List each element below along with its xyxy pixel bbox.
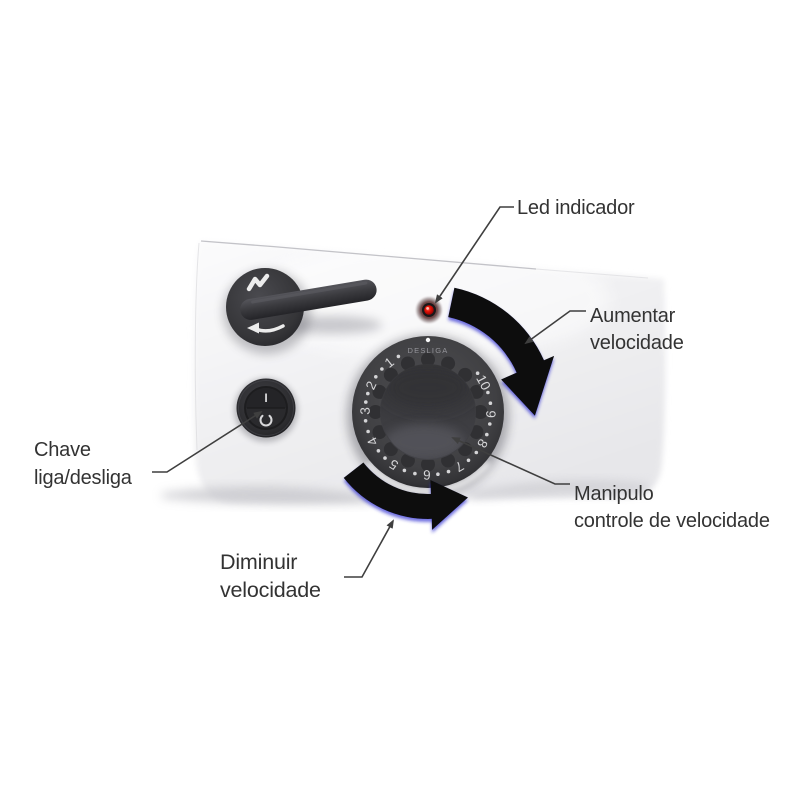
leader-led [434,206,514,304]
label-decrease-line1: Diminuir [220,550,297,574]
label-knob-line2: controle de velocidade [574,510,770,532]
panel-bottom-shadow-left [162,486,372,505]
label-led: Led indicador [517,197,635,219]
unlock-arrow-icon [247,322,285,334]
lever-handle-highlight [251,281,368,304]
dial-dots [363,354,493,477]
increase-arrow [448,287,555,416]
power-on-symbol: I [264,391,267,405]
knob-face-sheen [384,424,464,459]
dial-index-dot [425,337,431,343]
label-decrease-line2: velocidade [220,578,321,602]
leader-power-switch [152,410,263,473]
led-specular [426,307,429,310]
label-power-switch-line2: liga/desliga [34,467,133,489]
led-lamp [424,305,434,315]
panel-left-edge-line [194,242,200,451]
switch-rocker-top [246,388,286,408]
knob-rim-light [365,461,491,494]
leader-knob [451,437,570,485]
knob-off-label: DESLIGA [408,346,449,355]
led-indicator [414,295,444,325]
leader-decrease [344,519,394,578]
switch-bezel-ring [238,380,294,436]
panel-top-edge-faint [535,268,649,279]
knob-face-shade [384,366,472,410]
dial-number: 6 [423,467,431,482]
power-switch: I [234,378,298,442]
label-knob-line1: Manipulo [574,483,654,505]
dial-number: 9 [483,410,498,418]
label-increase-line2: velocidade [590,332,684,354]
label-increase-line1: Aumentar [590,305,676,327]
safety-lock-lever [223,268,382,354]
label-power-switch-line1: Chave [34,439,91,461]
decrease-arrow [343,462,468,530]
lock-rotate-icon [246,273,270,292]
speed-knob: 1 2 3 4 5 6 7 8 9 10 DESLIGA [347,335,509,497]
lever-handle [240,279,377,320]
panel-top-edge-line [200,240,537,270]
dial-number: 10 [473,372,493,392]
dial-number: 3 [358,407,373,415]
leader-increase [524,310,586,345]
panel-bottom-shadow-right [470,480,648,499]
